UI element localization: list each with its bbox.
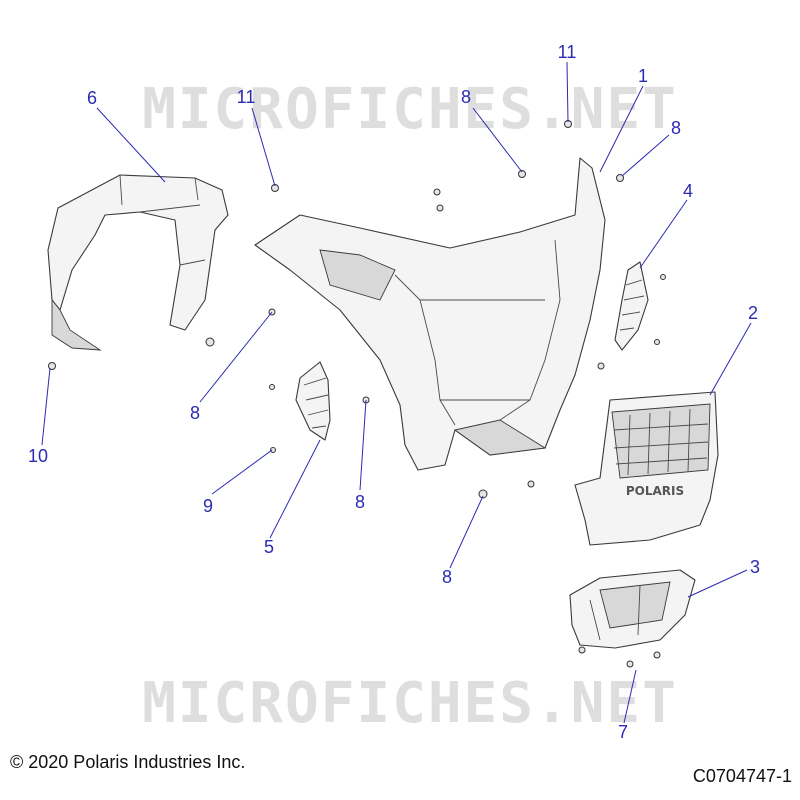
fastener-clip bbox=[660, 274, 666, 280]
callout-9: 9 bbox=[203, 496, 213, 516]
callout-6: 6 bbox=[87, 88, 97, 108]
callout-1: 1 bbox=[638, 66, 648, 86]
callout-8: 8 bbox=[461, 87, 471, 107]
fastener-clip bbox=[478, 489, 488, 499]
callout-11: 11 bbox=[558, 42, 577, 62]
callout-8: 8 bbox=[355, 492, 365, 512]
copyright-notice: © 2020 Polaris Industries Inc. bbox=[10, 752, 246, 772]
fastener-clip bbox=[527, 480, 535, 488]
grille-logo: POLARIS bbox=[626, 484, 684, 498]
part-4-side-insert bbox=[614, 261, 649, 351]
callout-3: 3 bbox=[750, 557, 760, 577]
fastener-clip bbox=[436, 204, 444, 212]
callout-2: 2 bbox=[748, 303, 758, 323]
part-5-side-insert bbox=[295, 361, 331, 441]
watermark-bottom: MICROFICHES.NET bbox=[142, 671, 678, 736]
fastener-clip bbox=[653, 651, 661, 659]
fastener-clip bbox=[597, 362, 605, 370]
fastener-clip bbox=[654, 339, 660, 345]
callout-8: 8 bbox=[442, 567, 452, 587]
part-2-grille: POLARIS bbox=[574, 391, 719, 546]
watermark-top: MICROFICHES.NET bbox=[142, 77, 678, 142]
part-3-lower-panel bbox=[569, 569, 696, 649]
fastener-clip bbox=[626, 660, 634, 668]
fastener-clip bbox=[616, 174, 624, 182]
fastener-clip bbox=[205, 337, 215, 347]
fastener-clip bbox=[518, 170, 526, 178]
callout-4: 4 bbox=[683, 181, 693, 201]
callout-11: 11 bbox=[237, 87, 256, 107]
callout-8: 8 bbox=[190, 403, 200, 423]
fastener-clip bbox=[269, 384, 275, 390]
fastener-clip bbox=[48, 362, 56, 370]
callouts: 1 2 3 4 5 6 7 8 8 8 8 8 9 10 11 11 bbox=[28, 42, 760, 742]
fastener-clip bbox=[433, 188, 441, 196]
callout-8: 8 bbox=[671, 118, 681, 138]
leader-lines bbox=[41, 61, 752, 724]
callout-5: 5 bbox=[264, 537, 274, 557]
fastener-clip bbox=[270, 447, 276, 453]
diagram-reference-code: C0704747-1 bbox=[692, 766, 792, 786]
fastener-clip bbox=[578, 646, 586, 654]
fasteners bbox=[48, 120, 666, 668]
part-6-shield bbox=[47, 174, 229, 351]
part-1-fascia bbox=[254, 157, 606, 471]
callout-7: 7 bbox=[618, 722, 628, 742]
callout-10: 10 bbox=[28, 446, 48, 466]
